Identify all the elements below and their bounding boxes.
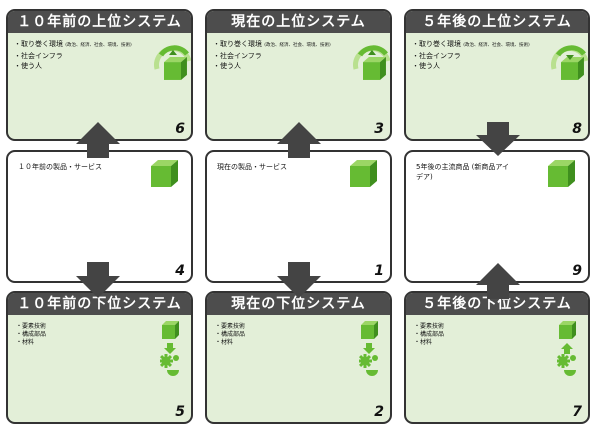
environment-label: ・取り巻く環境: [14, 40, 63, 48]
environment-label: ・取り巻く環境: [213, 40, 262, 48]
list-item: ・構成部品: [16, 331, 47, 338]
product-label: 現在の製品・サービス: [217, 163, 287, 171]
box-title: １０年前の下位システム: [8, 293, 191, 315]
lower-system-icon: [557, 321, 576, 376]
arrow-up-icon: [476, 263, 520, 299]
product-5-years-later: 5年後の主流商品 (新商品アイデア) 9: [404, 150, 590, 283]
upper-system-current: 現在の上位システム ・取り巻く環境 (政治、経済、社会、環境、技術) ・社会イン…: [205, 9, 392, 141]
box-number: 3: [374, 121, 384, 137]
product-cube-icon: [548, 160, 575, 187]
upper-system-icon: [551, 45, 588, 80]
infrastructure-label: ・社会インフラ: [14, 52, 63, 60]
list-item: ・材料: [16, 339, 35, 346]
product-label: １０年前の製品・サービス: [18, 163, 102, 171]
lower-system-icon: [359, 321, 378, 376]
arrow-down-icon: [277, 262, 321, 298]
upper-system-10-years-ago: １０年前の上位システム ・取り巻く環境 (政治、経済、社会、環境、技術) ・社会…: [6, 9, 193, 141]
environment-note: (政治、経済、社会、環境、技術): [463, 43, 530, 48]
arrow-up-icon: [76, 122, 120, 158]
infrastructure-label: ・社会インフラ: [412, 52, 461, 60]
product-cube-icon: [151, 160, 178, 187]
component-list: ・要素技術 ・構成部品 ・材料: [414, 323, 444, 347]
upper-system-icon: [353, 45, 390, 80]
box-title: 現在の下位システム: [207, 293, 390, 315]
environment-note: (政治、経済、社会、環境、技術): [65, 43, 132, 48]
arrow-down-icon: [476, 122, 520, 156]
list-item: ・要素技術: [16, 323, 47, 330]
environment-note: (政治、経済、社会、環境、技術): [264, 43, 331, 48]
environment-label: ・取り巻く環境: [412, 40, 461, 48]
lower-system-icon: [160, 321, 179, 376]
list-item: ・構成部品: [414, 331, 445, 338]
product-label: 5年後の主流商品 (新商品アイデア): [416, 163, 510, 181]
lower-system-5-years-later: ５年後の下位システム ・要素技術 ・構成部品 ・材料 7: [404, 291, 590, 424]
box-number: 7: [572, 404, 582, 420]
system-description: ・取り巻く環境 (政治、経済、社会、環境、技術) ・社会インフラ ・使う人: [213, 39, 340, 71]
arrow-up-icon: [277, 122, 321, 158]
box-title: １０年前の上位システム: [8, 11, 191, 33]
users-label: ・使う人: [14, 62, 42, 70]
box-title: ５年後の下位システム: [406, 293, 588, 315]
system-description: ・取り巻く環境 (政治、経済、社会、環境、技術) ・社会インフラ ・使う人: [412, 39, 538, 71]
upper-system-icon: [154, 45, 191, 80]
product-cube-icon: [350, 160, 377, 187]
box-title: ５年後の上位システム: [406, 11, 588, 33]
box-title: 現在の上位システム: [207, 11, 390, 33]
upper-system-5-years-later: ５年後の上位システム ・取り巻く環境 (政治、経済、社会、環境、技術) ・社会イ…: [404, 9, 590, 141]
lower-system-current: 現在の下位システム ・要素技術 ・構成部品 ・材料 2: [205, 291, 392, 424]
box-number: 5: [175, 404, 185, 420]
component-list: ・要素技術 ・構成部品 ・材料: [16, 323, 46, 347]
arrow-down-icon: [76, 262, 120, 298]
box-number: 2: [374, 404, 384, 420]
box-number: 6: [175, 121, 185, 137]
box-number: 1: [374, 263, 384, 279]
system-description: ・取り巻く環境 (政治、経済、社会、環境、技術) ・社会インフラ ・使う人: [14, 39, 141, 71]
list-item: ・要素技術: [215, 323, 246, 330]
box-number: 9: [572, 263, 582, 279]
list-item: ・要素技術: [414, 323, 445, 330]
list-item: ・構成部品: [215, 331, 246, 338]
lower-system-10-years-ago: １０年前の下位システム ・要素技術 ・構成部品 ・材料 5: [6, 291, 193, 424]
component-list: ・要素技術 ・構成部品 ・材料: [215, 323, 245, 347]
list-item: ・材料: [414, 339, 433, 346]
users-label: ・使う人: [412, 62, 440, 70]
box-number: 4: [175, 263, 185, 279]
users-label: ・使う人: [213, 62, 241, 70]
infrastructure-label: ・社会インフラ: [213, 52, 262, 60]
list-item: ・材料: [215, 339, 234, 346]
box-number: 8: [572, 121, 582, 137]
